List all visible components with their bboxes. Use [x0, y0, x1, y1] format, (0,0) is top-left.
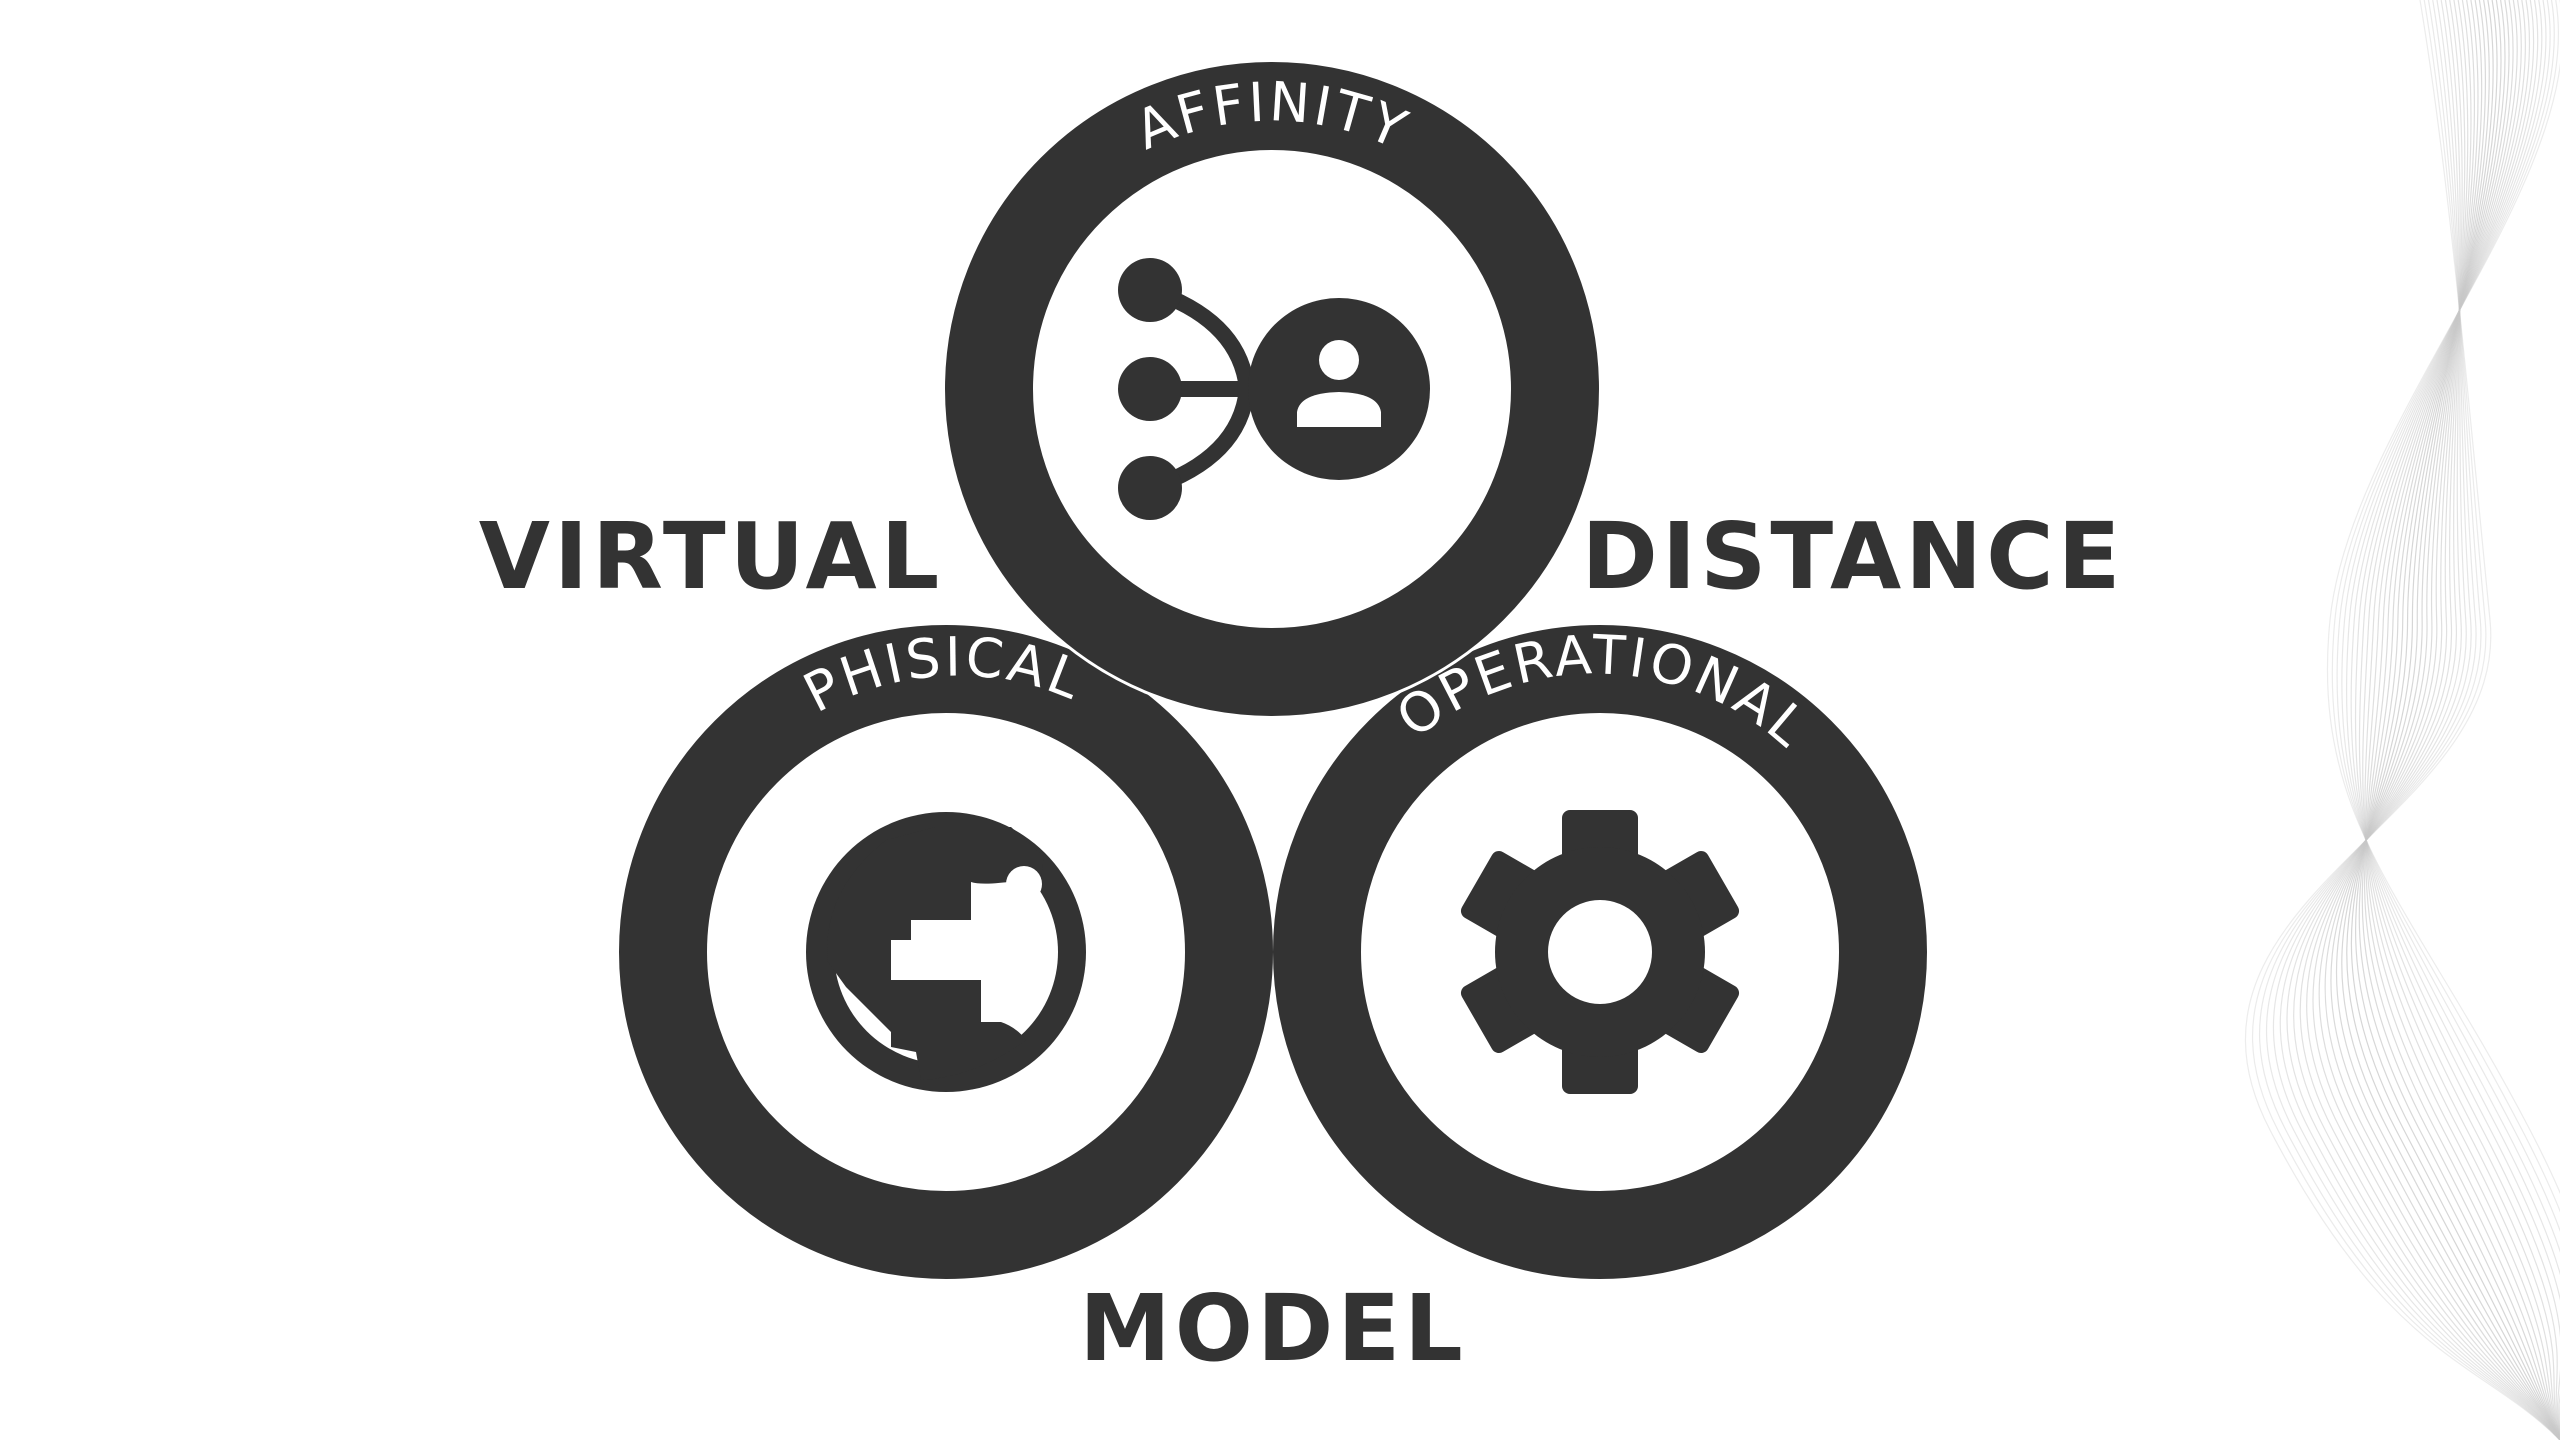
wave-line	[2252, 0, 2560, 1440]
gear-icon	[1460, 810, 1740, 1094]
virtual-word: VIRTUAL	[479, 503, 944, 610]
affinity-ring-circle	[945, 62, 1599, 716]
wave-line	[2365, 0, 2560, 1440]
wave-line	[2312, 0, 2560, 1440]
decorative-wave-lines	[2244, 0, 2560, 1440]
physical-ring: PHISICAL	[619, 625, 1273, 1279]
wave-line	[2336, 0, 2560, 1440]
wave-line	[2350, 0, 2560, 1440]
affinity-ring: AFFINITY	[942, 59, 1602, 719]
wave-line	[2335, 0, 2560, 1440]
network-person-icon	[1118, 258, 1430, 520]
wave-line	[2354, 0, 2560, 1440]
operational-ring: OPERATIONAL	[1273, 623, 1927, 1279]
wave-line	[2279, 0, 2560, 1440]
wave-line	[2365, 0, 2560, 1440]
globe-icon	[806, 812, 1086, 1092]
wave-line	[2272, 0, 2560, 1440]
wave-line	[2358, 0, 2560, 1440]
wave-line	[2331, 0, 2560, 1440]
wave-line	[2354, 0, 2560, 1440]
wave-line	[2341, 0, 2560, 1440]
wave-line	[2345, 0, 2560, 1440]
wave-line	[2364, 0, 2560, 1440]
wave-line	[2358, 0, 2560, 1440]
wave-line	[2306, 0, 2560, 1440]
wave-line	[2350, 0, 2560, 1440]
wave-line	[2362, 0, 2560, 1440]
wave-line	[2341, 0, 2560, 1440]
wave-line	[2326, 0, 2560, 1440]
wave-line	[2346, 0, 2560, 1440]
model-word: MODEL	[1079, 1275, 1467, 1382]
wave-line	[2330, 0, 2560, 1440]
distance-word: DISTANCE	[1581, 503, 2124, 610]
physical-ring-circle	[619, 625, 1273, 1279]
wave-line	[2363, 0, 2560, 1440]
operational-ring-circle	[1273, 625, 1927, 1279]
wave-line	[2361, 0, 2560, 1440]
